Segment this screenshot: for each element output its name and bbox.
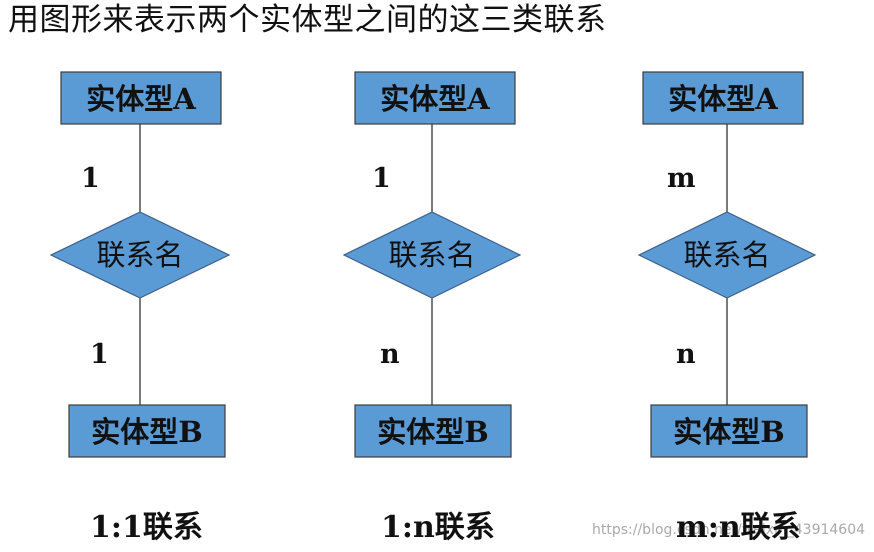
relationship-diamond[interactable]: [49, 211, 231, 299]
diagram-one-to-many: 实体型A 联系名 实体型B 1 n: [342, 71, 522, 458]
entity-b-box[interactable]: [68, 404, 226, 458]
entity-b-label: 实体型B: [377, 415, 489, 449]
entity-b-label: 实体型B: [91, 415, 203, 449]
entity-a-box[interactable]: [60, 71, 222, 125]
entity-a-label: 实体型A: [86, 82, 196, 116]
caption-one-to-one: 1:1联系: [90, 510, 203, 545]
cardinality-b: n: [380, 339, 400, 370]
entity-a-label: 实体型A: [380, 82, 490, 116]
entity-b-box[interactable]: [650, 404, 808, 458]
entity-b-box[interactable]: [354, 404, 512, 458]
cardinality-a: 1: [372, 163, 391, 194]
watermark: https://blog.csdn.net/weixin_43914604: [592, 522, 866, 538]
entity-a-label: 实体型A: [668, 82, 778, 116]
entity-a-box[interactable]: [642, 71, 804, 125]
diagram-many-to-many: 实体型A 联系名 实体型B m n: [637, 71, 817, 458]
relationship-diamond[interactable]: [637, 211, 817, 299]
cardinality-a: m: [667, 163, 696, 194]
relationship-label: 联系名: [96, 238, 183, 272]
relationship-diamond[interactable]: [342, 211, 522, 299]
diagram-one-to-one: 实体型A 联系名 实体型B 1 1: [49, 71, 231, 458]
entity-b-label: 实体型B: [673, 415, 785, 449]
cardinality-a: 1: [81, 163, 100, 194]
cardinality-b: n: [676, 339, 696, 370]
entity-a-box[interactable]: [354, 71, 516, 125]
cardinality-b: 1: [90, 339, 109, 370]
page-title: 用图形来表示两个实体型之间的这三类联系: [8, 2, 607, 38]
caption-many-to-many: m:n联系: [676, 510, 801, 545]
relationship-label: 联系名: [683, 238, 770, 272]
caption-one-to-many: 1:n联系: [381, 510, 495, 545]
relationship-label: 联系名: [388, 238, 475, 272]
